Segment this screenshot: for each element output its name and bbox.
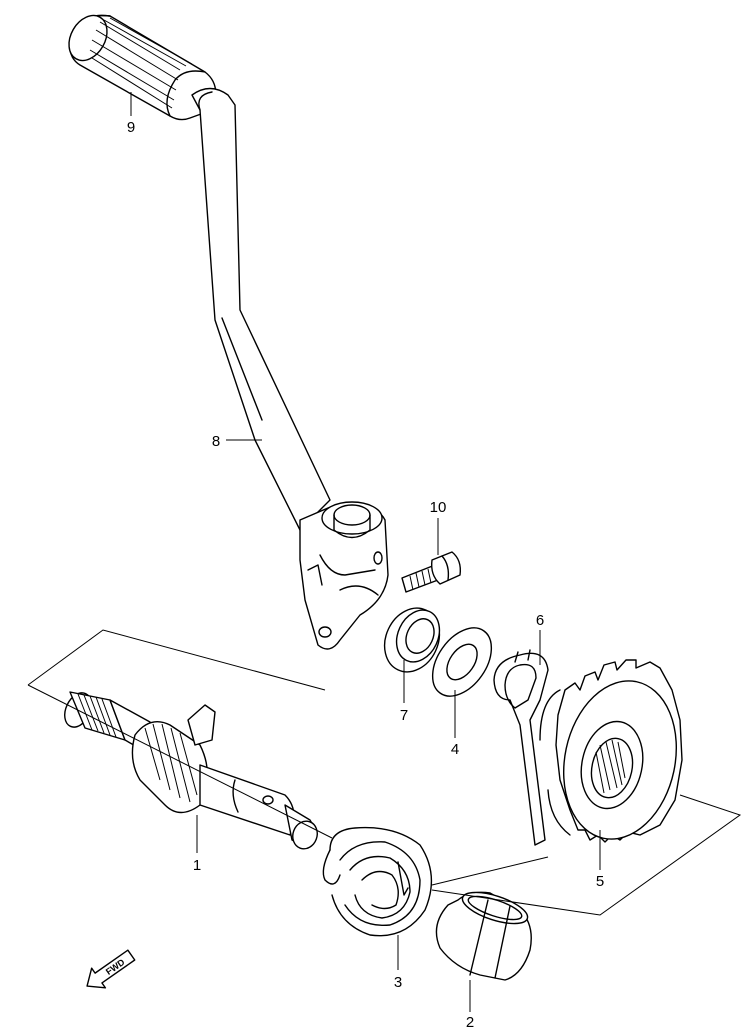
leader-lines	[130, 92, 601, 1012]
part-7-oil-seal	[383, 607, 441, 673]
fwd-arrow-icon: FWD	[86, 949, 136, 989]
part-4-washer	[431, 627, 493, 697]
part-6-spring-plate	[493, 649, 549, 846]
part-8-kick-lever	[191, 87, 389, 650]
callout-1: 1	[193, 857, 201, 874]
callout-3: 3	[394, 974, 402, 991]
callout-7: 7	[400, 707, 408, 724]
callout-9: 9	[127, 119, 135, 136]
callout-6: 6	[536, 612, 544, 629]
callout-4: 4	[451, 741, 459, 758]
part-5-idle-gear	[539, 659, 683, 843]
part-1-starter-shaft	[64, 691, 318, 850]
callout-labels: 9 8 10 7 4 6 5 1 3 2	[127, 119, 604, 1029]
callout-5: 5	[596, 873, 604, 890]
part-9-grip	[68, 14, 217, 121]
callout-10: 10	[430, 499, 447, 516]
part-3-spring	[322, 826, 433, 937]
assembly-frame	[27, 629, 742, 916]
part-10-bolt	[401, 551, 462, 593]
callout-2: 2	[466, 1014, 474, 1029]
callout-8: 8	[212, 433, 220, 450]
part-2-bushing	[435, 891, 532, 981]
